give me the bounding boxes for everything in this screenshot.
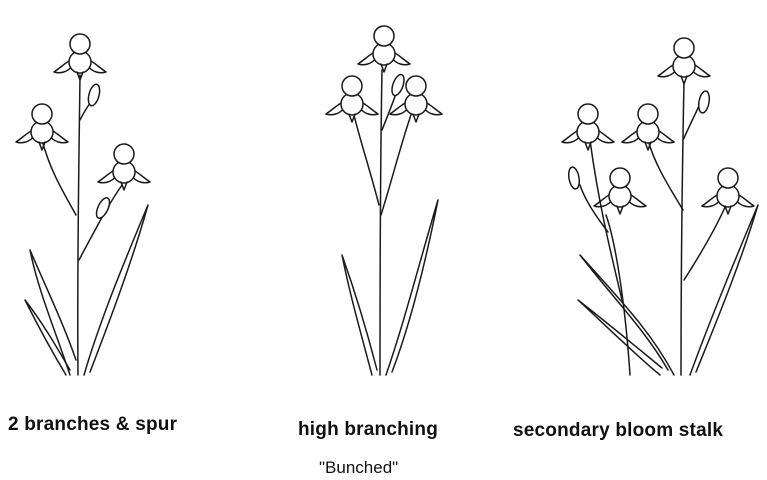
- subcaption-bunched: "Bunched": [319, 458, 398, 478]
- stalk-secondary-bloom: [562, 38, 758, 375]
- caption-high-branching: high branching: [298, 419, 438, 441]
- stalk-high-branching: [326, 26, 442, 375]
- caption-two-branches: 2 branches & spur: [8, 414, 177, 436]
- caption-secondary-bloom-stalk: secondary bloom stalk: [513, 420, 723, 442]
- stalk-two-branches: [16, 34, 150, 375]
